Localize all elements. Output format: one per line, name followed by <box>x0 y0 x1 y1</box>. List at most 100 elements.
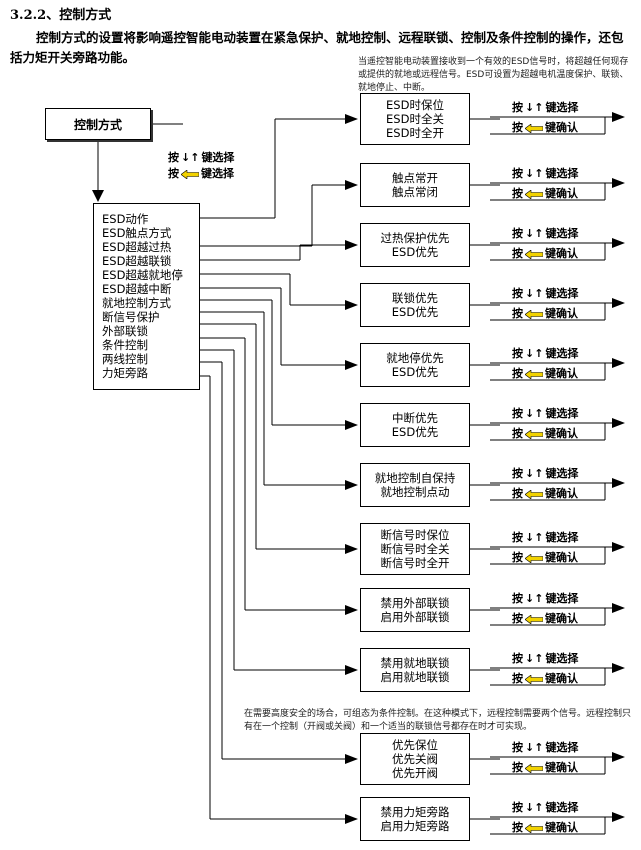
option-box[interactable]: 优先保位优先关阀优先开阀 <box>360 733 470 785</box>
hint-suffix: 键选择 <box>545 467 579 480</box>
control-mode-root-box: 控制方式 <box>45 108 151 140</box>
hint-prefix: 按 <box>512 187 523 200</box>
hint-prefix: 按 <box>512 287 523 300</box>
hint-prefix: 按 <box>512 367 523 380</box>
option-line: 过热保护优先 <box>380 231 450 245</box>
hint-suffix: 键选择 <box>545 801 579 814</box>
left-arrow-key-icon <box>525 553 543 563</box>
down-up-arrows-icon: ↓↑ <box>525 652 544 665</box>
hint-suffix: 键确认 <box>545 612 578 625</box>
hint-prefix: 按 <box>512 652 523 665</box>
menu-item[interactable]: 就地控制方式 <box>102 296 171 310</box>
left-arrow-key-icon <box>525 429 543 439</box>
option-line: 就地控制自保持 <box>374 471 456 485</box>
left-arrow-key-icon <box>525 123 543 133</box>
option-line: 启用就地联锁 <box>380 670 450 684</box>
hint-prefix: 按 <box>512 741 523 754</box>
option-line: 优先保位 <box>392 738 438 752</box>
option-box[interactable]: 禁用力矩旁路启用力矩旁路 <box>360 797 470 841</box>
option-line: 禁用外部联锁 <box>380 596 450 610</box>
hint-suffix: 键确认 <box>545 551 578 564</box>
hint-suffix: 键选择 <box>545 652 579 665</box>
menu-item[interactable]: ESD超越联锁 <box>102 254 172 268</box>
menu-item[interactable]: ESD动作 <box>102 212 149 226</box>
left-arrow-key-icon <box>525 369 543 379</box>
down-up-arrows-icon: ↓↑ <box>525 101 544 114</box>
down-up-arrows-icon: ↓↑ <box>525 227 544 240</box>
option-line: 优先关阀 <box>392 752 438 766</box>
left-arrow-key-icon <box>525 614 543 624</box>
hint-prefix: 按 <box>512 347 523 360</box>
hint-suffix: 键确认 <box>545 247 578 260</box>
hint-prefix: 按 <box>512 307 523 320</box>
hint-prefix: 按 <box>512 761 523 774</box>
hint-prefix: 按 <box>512 821 523 834</box>
hint-suffix: 键选择 <box>545 347 579 360</box>
option-line: 启用外部联锁 <box>380 610 450 624</box>
menu-item[interactable]: ESD触点方式 <box>102 226 172 240</box>
hint-prefix: 按 <box>512 801 523 814</box>
option-box[interactable]: 禁用外部联锁启用外部联锁 <box>360 588 470 632</box>
option-line: 就地停优先 <box>386 351 444 365</box>
hint-prefix: 按 <box>512 407 523 420</box>
menu-item[interactable]: ESD超越过热 <box>102 240 172 254</box>
hint-suffix: 键选择 <box>545 167 579 180</box>
hint-suffix: 键确认 <box>545 121 578 134</box>
hint-prefix: 按 <box>512 101 523 114</box>
left-arrow-key-icon <box>525 249 543 259</box>
down-up-arrows-icon: ↓↑ <box>525 467 544 480</box>
hint-suffix: 键选择 <box>545 227 579 240</box>
hint-prefix: 按 <box>512 592 523 605</box>
option-line: ESD时全关 <box>386 112 444 126</box>
left-arrow-key-icon <box>525 309 543 319</box>
down-up-arrows-icon: ↓↑ <box>525 347 544 360</box>
down-up-arrows-icon: ↓↑ <box>181 151 200 164</box>
option-line: 启用力矩旁路 <box>380 819 450 833</box>
option-key-hint: 按↓↑键选择 按键确认 <box>512 346 578 382</box>
option-key-hint: 按↓↑键选择 按键确认 <box>512 166 578 202</box>
option-box[interactable]: 就地控制自保持就地控制点动 <box>360 463 470 507</box>
menu-item[interactable]: 条件控制 <box>102 338 148 352</box>
hint-suffix: 键确认 <box>545 672 578 685</box>
menu-item[interactable]: 力矩旁路 <box>102 366 148 380</box>
hint-prefix: 按 <box>168 151 179 164</box>
hint-suffix: 键选择 <box>545 531 579 544</box>
hint-suffix: 键确认 <box>545 821 578 834</box>
option-line: 就地控制点动 <box>380 485 450 499</box>
menu-item[interactable]: 外部联锁 <box>102 324 148 338</box>
hint-prefix: 按 <box>512 672 523 685</box>
hint-suffix: 键选择 <box>201 151 235 164</box>
down-up-arrows-icon: ↓↑ <box>525 407 544 420</box>
hint-suffix: 键确认 <box>545 761 578 774</box>
option-box[interactable]: 禁用就地联锁启用就地联锁 <box>360 648 470 692</box>
hint-suffix: 键确认 <box>545 427 578 440</box>
menu-item[interactable]: 两线控制 <box>102 352 148 366</box>
menu-item[interactable]: 断信号保护 <box>102 310 160 324</box>
option-box[interactable]: 断信号时保位断信号时全关断信号时全开 <box>360 523 470 575</box>
option-line: 禁用力矩旁路 <box>380 805 450 819</box>
menu-item[interactable]: ESD超越中断 <box>102 282 172 296</box>
option-line: 禁用就地联锁 <box>380 656 450 670</box>
option-key-hint: 按↓↑键选择 按键确认 <box>512 591 578 627</box>
left-arrow-key-icon <box>525 763 543 773</box>
option-line: 断信号时全开 <box>380 556 450 570</box>
left-arrow-key-icon <box>181 169 199 179</box>
menu-item[interactable]: ESD超越就地停 <box>102 268 183 282</box>
hint-suffix: 键确认 <box>545 487 578 500</box>
hint-suffix: 键确认 <box>545 187 578 200</box>
option-line: ESD优先 <box>391 365 439 379</box>
option-key-hint: 按↓↑键选择 按键确认 <box>512 226 578 262</box>
root-key-hint: 按 ↓↑ 键选择 按 键选择 <box>168 150 234 182</box>
option-box[interactable]: 触点常开触点常闭 <box>360 163 470 207</box>
left-arrow-key-icon <box>525 489 543 499</box>
left-arrow-key-icon <box>525 674 543 684</box>
option-line: 联锁优先 <box>392 291 438 305</box>
hint-suffix: 键确认 <box>545 367 578 380</box>
